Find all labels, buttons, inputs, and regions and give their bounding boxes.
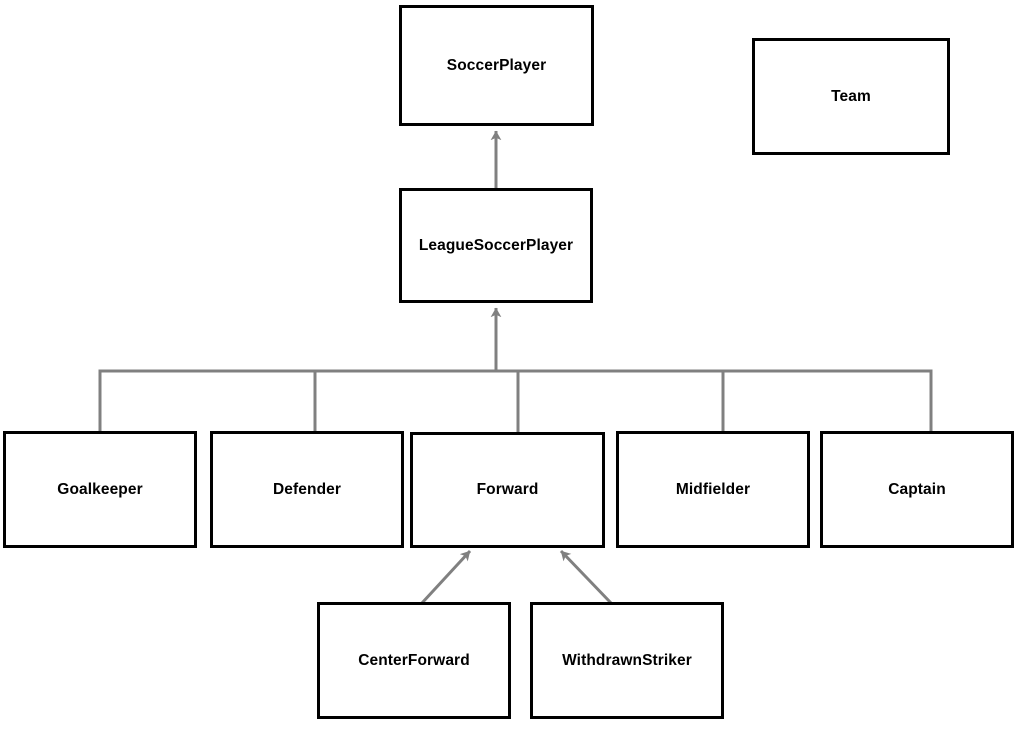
class-name-captain: Captain [888,480,946,498]
class-name-forward: Forward [476,481,539,499]
edge-bus-to-leaguesoccerplayer [98,307,933,432]
class-name-midfielder: Midfielder [675,480,751,498]
class-box-forward[interactable]: Forward [410,432,605,548]
edge-withdrawnstriker-to-forward [559,549,613,605]
class-name-withdrawnstriker: WithdrawnStriker [562,651,692,669]
class-box-team[interactable]: Team [752,38,950,155]
class-name-soccerplayer: SoccerPlayer [446,56,547,74]
class-box-captain[interactable]: Captain [820,431,1014,548]
class-name-leaguesoccerplayer: LeagueSoccerPlayer [418,236,574,254]
class-name-team: Team [831,87,871,105]
class-box-withdrawnstriker[interactable]: WithdrawnStriker [530,602,724,719]
class-box-centerforward[interactable]: CenterForward [317,602,511,719]
class-box-leaguesoccerplayer[interactable]: LeagueSoccerPlayer [399,188,593,303]
edge-centerforward-to-forward [420,549,472,605]
class-box-midfielder[interactable]: Midfielder [616,431,810,548]
class-box-soccerplayer[interactable]: SoccerPlayer [399,5,594,126]
class-box-defender[interactable]: Defender [210,431,404,548]
class-name-goalkeeper: Goalkeeper [57,480,143,498]
class-name-defender: Defender [273,480,341,498]
class-name-centerforward: CenterForward [358,651,470,669]
class-box-goalkeeper[interactable]: Goalkeeper [3,431,197,548]
